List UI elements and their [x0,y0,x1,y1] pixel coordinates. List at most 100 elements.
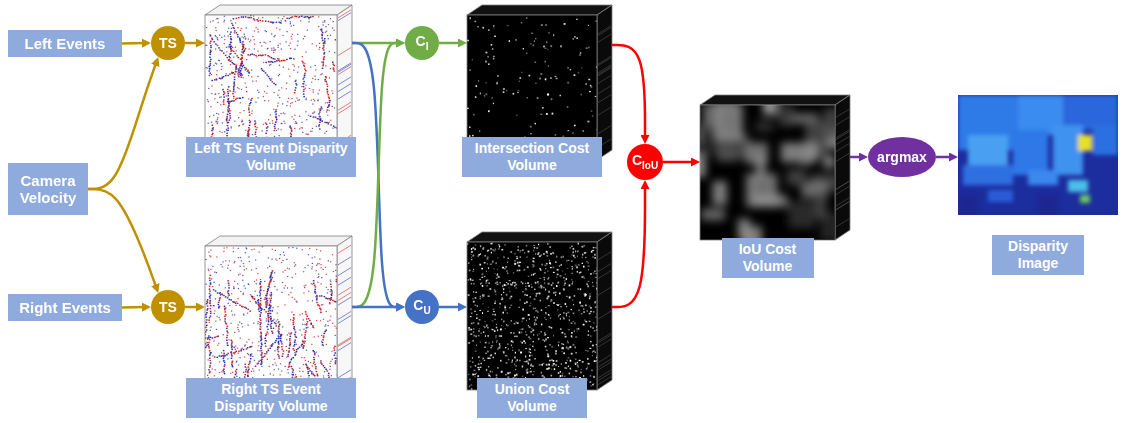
event-dot [239,125,240,126]
event-dot [308,115,309,116]
event-dot [226,120,228,121]
event-dot [282,103,283,104]
event-dot [229,299,231,300]
event-dot [326,122,328,123]
event-dot [291,128,293,129]
event-dot [212,355,213,356]
event-dot [219,292,221,293]
event-dot [236,50,237,51]
event-dot [315,366,317,367]
event-dot [323,24,324,25]
event-dot [223,101,225,102]
event-dot [231,358,233,359]
event-dot [289,345,291,346]
event-dot [291,116,292,117]
event-dot [216,329,217,330]
event-dot [269,348,271,349]
event-dot [265,311,267,312]
event-dot [224,306,226,307]
event-dot [330,100,331,101]
event-dot [206,303,208,304]
event-dot [259,20,261,21]
event-dot [288,365,290,366]
event-dot [248,107,250,108]
event-dot [327,92,329,93]
event-dot [210,45,212,46]
event-dot [281,370,282,371]
cube-front-face [205,246,337,391]
event-dot [326,311,327,312]
event-dot [208,251,209,252]
event-dot [213,289,215,290]
event-dot [224,16,225,17]
event-dot [267,315,269,316]
event-dot [210,275,212,276]
event-dot [229,57,231,58]
event-dot [335,363,337,364]
event-dot [234,53,236,54]
cube-side-stripe [338,13,351,21]
event-dot [293,328,295,329]
event-dot [310,324,312,325]
event-dot [254,249,255,250]
event-dot [291,38,292,39]
event-dot [217,102,218,103]
event-dot [231,293,232,294]
event-dot [290,21,291,22]
event-dot [231,28,232,29]
event-dot [313,92,314,93]
event-dot [300,376,301,377]
event-dot [268,350,270,351]
event-dot [288,351,290,352]
event-dot [247,309,249,310]
event-dot [225,55,227,56]
event-dot [272,331,273,332]
event-dot [224,355,225,356]
event-dot [240,75,242,76]
event-dot [253,371,254,372]
event-dot [314,354,316,355]
event-dot [243,349,245,350]
event-dot [243,16,244,17]
event-dot [260,287,262,288]
event-dot [228,56,230,57]
event-dot [285,41,286,42]
event-dot [276,60,278,61]
event-dot [266,320,267,321]
event-dot [274,49,275,50]
event-dot [243,123,244,124]
event-dot [239,357,240,358]
event-dot [335,309,336,310]
event-dot [310,323,312,324]
event-dot [250,294,251,295]
event-dot [316,299,318,300]
event-dot [209,68,211,69]
event-dot [296,122,297,123]
event-dot [327,91,329,92]
event-dot [272,277,273,278]
event-dot [305,364,307,365]
event-dot [335,39,336,40]
event-dot [255,259,256,260]
event-dot [293,314,295,315]
event-dot [231,349,233,350]
event-dot [333,69,335,70]
event-dot [208,66,210,67]
event-dot [280,22,282,23]
event-dot [234,332,235,333]
event-dot [267,126,269,127]
event-dot [334,355,336,356]
event-dot [245,371,247,372]
event-dot [209,116,210,117]
event-dot [326,83,328,84]
event-dot [230,48,232,49]
event-dot [272,332,274,333]
event-dot [260,335,262,336]
event-dot [221,63,222,64]
event-dot [301,357,302,358]
event-dot [303,329,304,330]
event-dot [311,131,312,132]
event-dot [307,327,308,328]
event-dot [291,374,292,375]
event-dot [246,91,247,92]
